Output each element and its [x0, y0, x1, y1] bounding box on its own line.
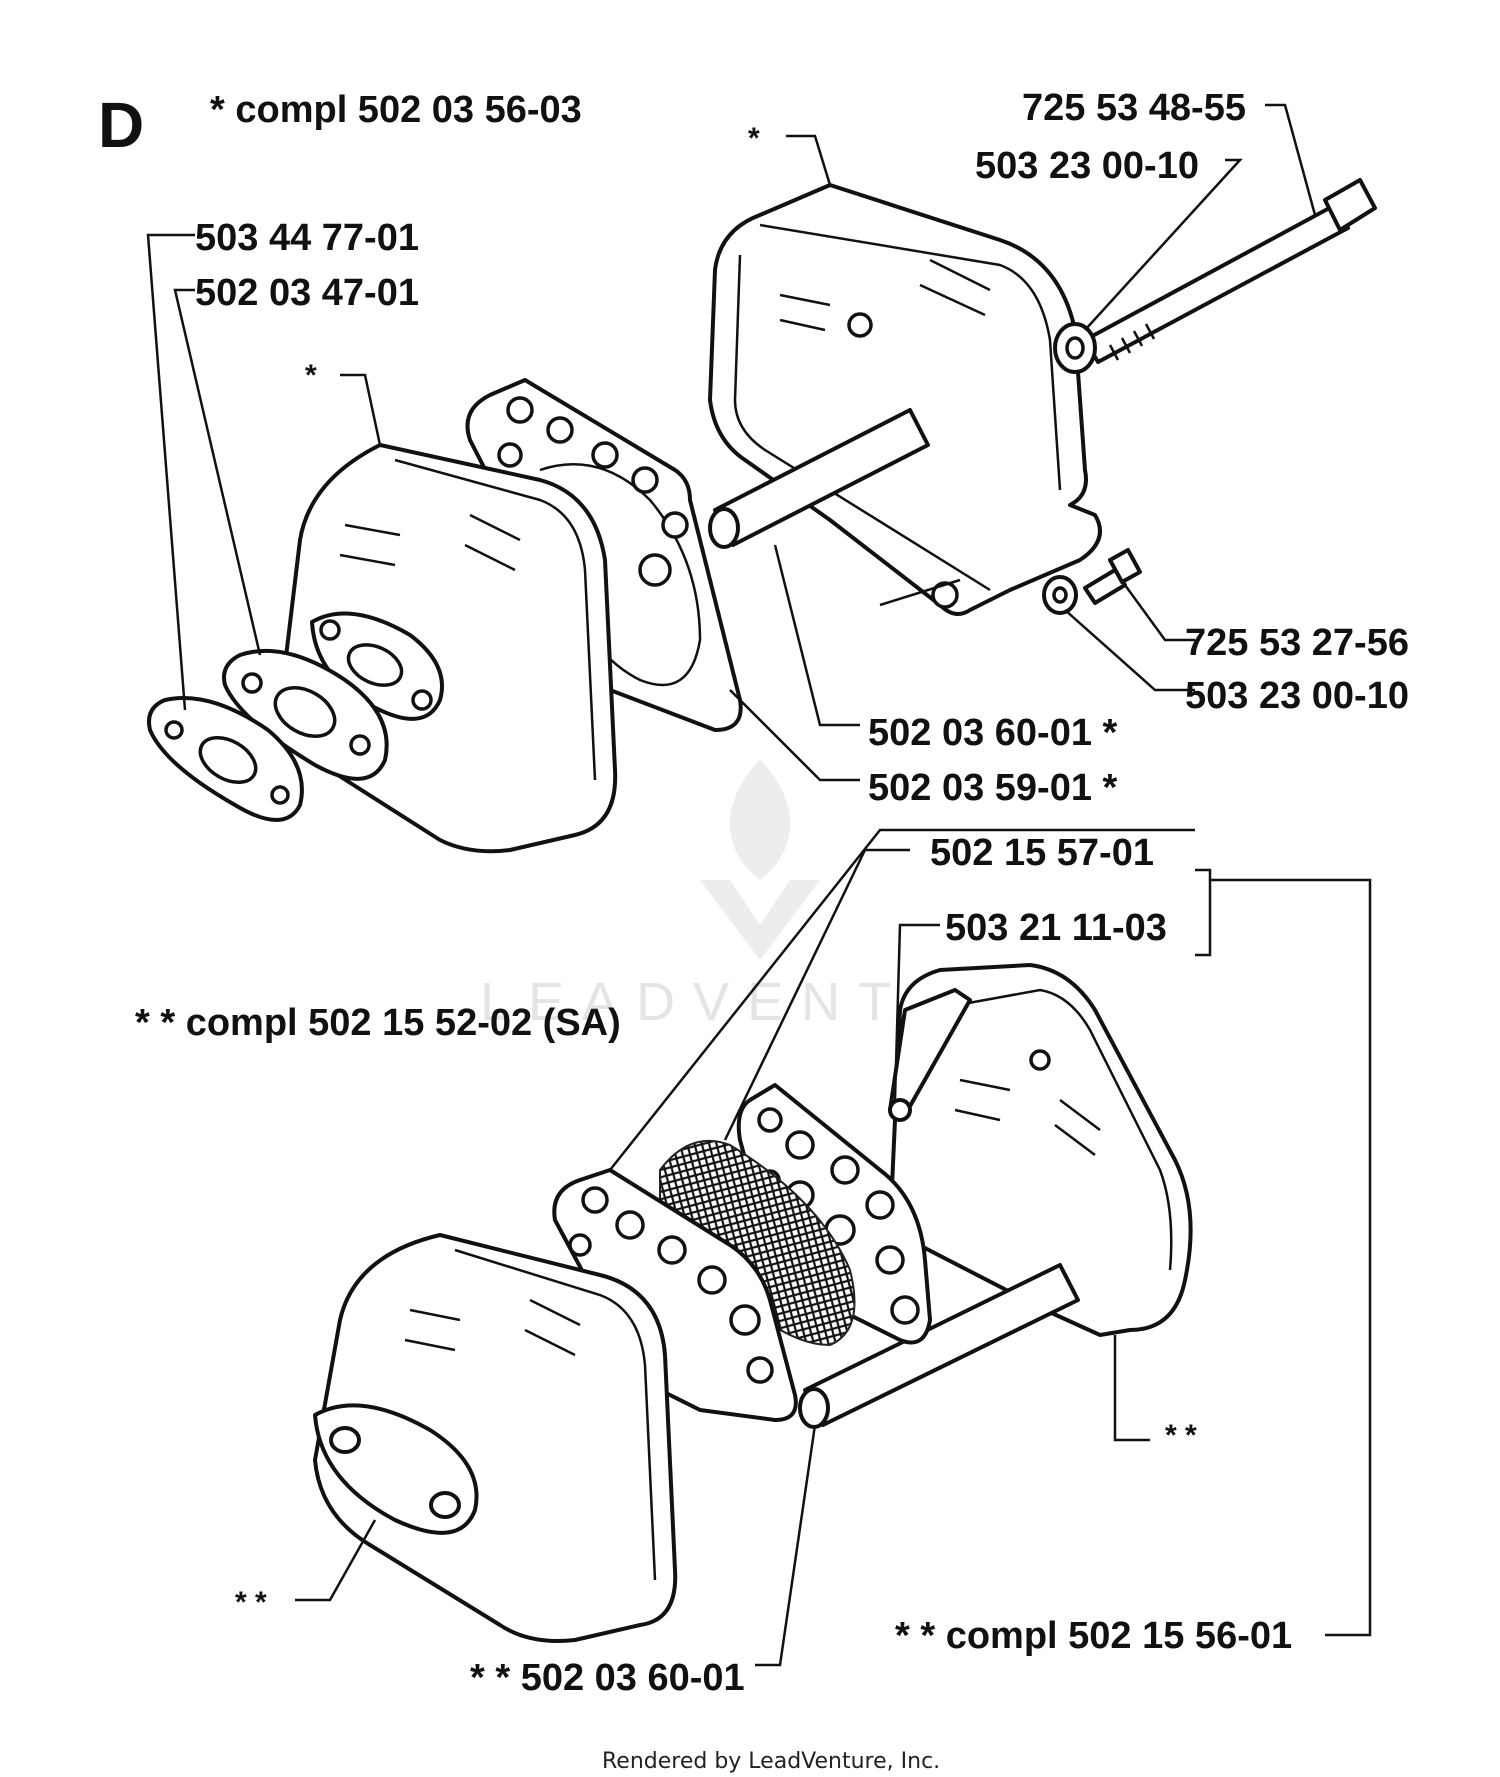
- exhaust-gasket-middle: [222, 648, 389, 781]
- part-number-503-21-11-03: 503 21 11-03: [945, 907, 1167, 949]
- part-number-503-23-00-10-top: 503 23 00-10: [975, 145, 1199, 187]
- kit-label-top: * compl 502 03 56-03: [210, 89, 582, 131]
- kit-label-bottom-sub: * * compl 502 15 56-01: [895, 1615, 1292, 1657]
- gasket-plate-bottom-front: [552, 1168, 798, 1422]
- front-muffler-body-bottom: [313, 1233, 678, 1643]
- washer-top: [1053, 322, 1097, 374]
- footer-credit: Rendered by LeadVenture, Inc.: [602, 1749, 940, 1774]
- kit-label-bottom: * * compl 502 15 52-02 (SA): [135, 1002, 621, 1044]
- part-number-502-03-47-01: 502 03 47-01: [195, 272, 419, 314]
- part-number-725-53-48-55: 725 53 48-55: [1022, 87, 1246, 129]
- marker-top-rear-cover: *: [748, 122, 760, 155]
- rear-muffler-cover-top: [708, 183, 1102, 616]
- spacer-tube-top: [708, 408, 930, 549]
- front-muffler-body-top: [279, 443, 618, 854]
- marker-bottom-rear-cover: * *: [1165, 1419, 1197, 1452]
- part-number-502-03-59-01: 502 03 59-01 *: [868, 767, 1118, 809]
- section-letter: D: [98, 89, 144, 161]
- part-number-725-53-27-56: 725 53 27-56: [1185, 622, 1409, 664]
- exhaust-gasket-front: [147, 696, 304, 822]
- part-number-503-23-00-10-lower: 503 23 00-10: [1185, 675, 1409, 717]
- long-bolt: [1083, 178, 1377, 364]
- marker-bottom-front-body: * *: [235, 1586, 267, 1619]
- part-number-502-03-60-01-bottom: * * 502 03 60-01: [470, 1657, 745, 1699]
- spacer-tube-bottom: [798, 1263, 1080, 1429]
- rear-muffler-cover-bottom: [888, 963, 1193, 1337]
- leader-lines: [146, 103, 1372, 1667]
- part-number-502-03-60-01-top: 502 03 60-01 *: [868, 712, 1118, 754]
- part-number-502-15-57-01: 502 15 57-01: [930, 832, 1154, 874]
- marker-top-front-body: *: [305, 359, 317, 392]
- bracket-thin: [888, 988, 972, 1122]
- part-number-503-44-77-01: 503 44 77-01: [195, 217, 419, 259]
